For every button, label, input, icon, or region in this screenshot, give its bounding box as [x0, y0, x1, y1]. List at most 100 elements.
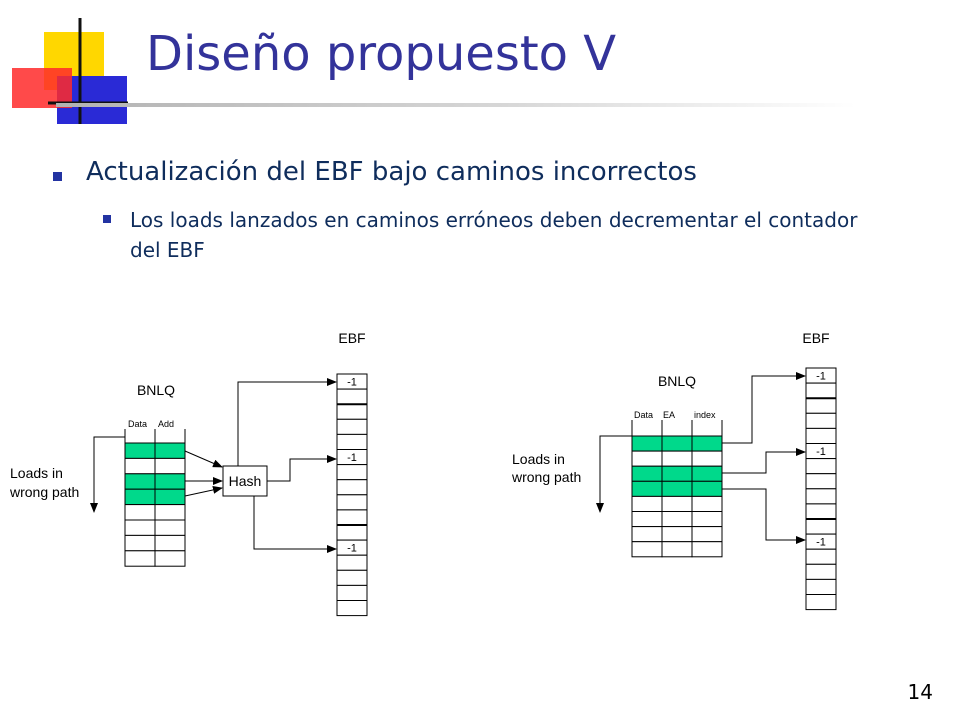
- bnlq-cell: [661, 511, 693, 528]
- ebf-label: EBF: [802, 330, 829, 346]
- bnlq-cell: [631, 450, 663, 467]
- bnlq-cell-highlighted: [154, 473, 186, 490]
- bnlq-cell: [154, 519, 186, 536]
- bnlq-cell-highlighted: [691, 435, 723, 452]
- ebf-cell: [336, 403, 368, 420]
- ebf-cell: [336, 433, 368, 450]
- ebf-cell: [336, 388, 368, 405]
- ebf-label: EBF: [338, 330, 365, 346]
- ebf-cell: [805, 548, 837, 565]
- ebf-counter-value: -1: [347, 543, 357, 555]
- slide-title: Diseño propuesto V: [146, 26, 617, 82]
- bnlq-cell: [154, 457, 186, 475]
- bnlq-cell: [631, 511, 663, 528]
- bullet-marker: [53, 172, 62, 181]
- hash-to-ebf-arrow: [253, 496, 337, 553]
- bnlq-header-separator: [124, 429, 186, 443]
- ebf-cell: [805, 397, 837, 414]
- bnlq-to-ebf-arrow: [722, 488, 806, 544]
- loads-label-line1: Loads in: [10, 465, 63, 481]
- ebf-cell: [805, 488, 837, 505]
- hash-box: [222, 465, 268, 497]
- bnlq-cell-highlighted: [124, 442, 156, 459]
- wrong-path-bracket: [596, 435, 632, 513]
- ebf-cell: [805, 382, 837, 399]
- bnlq-cell: [124, 519, 156, 536]
- hash-input-arrow: [184, 450, 223, 468]
- bnlq-cell-highlighted: [124, 488, 156, 506]
- bnlq-cell-highlighted: [661, 465, 693, 482]
- loads-label-line2: wrong path: [9, 484, 79, 500]
- bnlq-cell: [154, 534, 186, 552]
- ebf-cell: [805, 458, 837, 475]
- bnlq-col-header-data: Data: [128, 419, 147, 429]
- page-number: 14: [907, 680, 933, 704]
- bnlq-to-ebf-arrow: [722, 448, 806, 474]
- ebf-cell: [805, 518, 837, 535]
- bnlq-cell: [661, 450, 693, 467]
- bnlq-label: BNLQ: [658, 373, 696, 389]
- bnlq-cell: [691, 511, 723, 528]
- bnlq-cell: [124, 550, 156, 567]
- bnlq-cell-highlighted: [691, 465, 723, 482]
- bnlq-cell-highlighted: [631, 465, 663, 482]
- hash-to-ebf-arrow: [237, 378, 337, 466]
- logo-red-square: [12, 68, 72, 108]
- ebf-cell: [336, 418, 368, 435]
- bnlq-cell: [661, 495, 693, 512]
- ebf-cell: [805, 427, 837, 444]
- bnlq-cell: [154, 504, 186, 521]
- ebf-counter-value: -1: [816, 446, 826, 458]
- bnlq-cell-highlighted: [691, 480, 723, 497]
- ebf-cell: [805, 473, 837, 490]
- ebf-counter-value: -1: [816, 371, 826, 383]
- hash-to-ebf-arrow: [267, 455, 337, 482]
- hash-input-arrow: [184, 485, 223, 497]
- title-underline: [56, 103, 856, 107]
- ebf-cell: [336, 464, 368, 481]
- bnlq-cell: [631, 495, 663, 512]
- bnlq-cell-highlighted: [631, 435, 663, 452]
- bnlq-cell: [124, 457, 156, 475]
- ebf-counter-value: -1: [816, 537, 826, 549]
- loads-label-line2: wrong path: [511, 469, 581, 485]
- bnlq-cell: [154, 550, 186, 567]
- bnlq-cell-highlighted: [661, 435, 693, 452]
- hash-label: Hash: [229, 473, 262, 489]
- ebf-cell: [336, 494, 368, 511]
- bnlq-cell: [661, 526, 693, 543]
- ebf-cell: [336, 554, 368, 571]
- ebf-cell: [805, 594, 837, 611]
- wrong-path-bracket: [90, 436, 125, 513]
- bnlq-cell-highlighted: [154, 488, 186, 506]
- bnlq-label: BNLQ: [137, 382, 175, 398]
- bullet-level-2: Los loads lanzados en caminos erróneos d…: [130, 208, 858, 262]
- ebf-cell: [805, 412, 837, 429]
- bnlq-cell: [631, 541, 663, 558]
- bnlq-to-ebf-arrow: [722, 372, 806, 444]
- bnlq-cell-highlighted: [124, 473, 156, 490]
- bnlq-cell: [124, 534, 156, 552]
- bnlq-header-separator: [631, 420, 723, 436]
- bullet-marker: [103, 215, 111, 223]
- bnlq-cell: [661, 541, 693, 558]
- bnlq-col-header-index: index: [694, 410, 716, 420]
- bnlq-cell: [691, 541, 723, 558]
- ebf-cell: [336, 524, 368, 541]
- ebf-counter-value: -1: [347, 452, 357, 464]
- ebf-cell: [336, 479, 368, 496]
- bnlq-cell-highlighted: [631, 480, 663, 497]
- ebf-counter-value: -1: [347, 377, 357, 389]
- bnlq-col-header-ea: EA: [663, 410, 675, 420]
- ebf-cell: [805, 563, 837, 580]
- bnlq-col-header-data: Data: [634, 410, 653, 420]
- ebf-cell: [805, 578, 837, 596]
- bnlq-col-header-add: Add: [158, 419, 174, 429]
- bnlq-cell: [631, 526, 663, 543]
- bnlq-cell: [691, 450, 723, 467]
- bnlq-cell-highlighted: [154, 442, 186, 459]
- ebf-cell: [336, 569, 368, 586]
